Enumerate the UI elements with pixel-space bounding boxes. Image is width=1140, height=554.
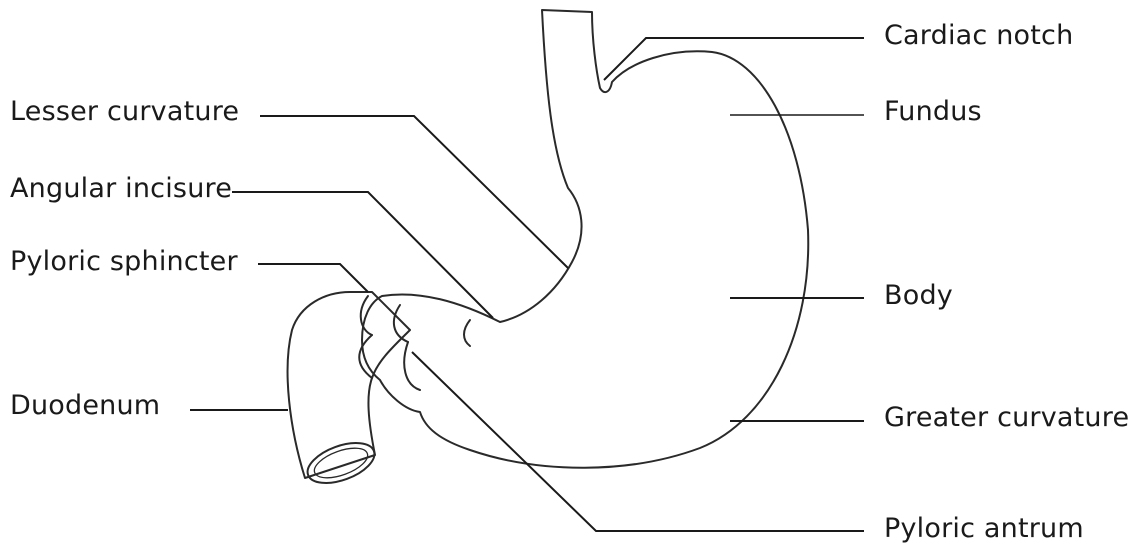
label-duodenum: Duodenum (10, 390, 161, 421)
label-lesser-curvature: Lesser curvature (10, 96, 240, 127)
duodenum-lumen-rim (313, 447, 369, 479)
label-angular-incisure: Angular incisure (10, 173, 233, 204)
label-pyloric-sphincter: Pyloric sphincter (10, 246, 238, 277)
duodenum-lumen (306, 442, 376, 484)
pyloric-fold-2 (358, 334, 373, 379)
leader-pyloric-antrum (411, 351, 864, 532)
pyloric-fold-5 (463, 319, 471, 347)
pyloric-fold-3 (392, 304, 409, 343)
pyloric-fold-4 (403, 341, 421, 391)
leader-cardiac-notch (603, 37, 864, 81)
label-greater-curvature: Greater curvature (884, 402, 1130, 433)
leader-angular-incisure (232, 191, 494, 319)
leader-pyloric-sphincter (258, 263, 369, 293)
label-cardiac-notch: Cardiac notch (884, 20, 1074, 51)
label-fundus: Fundus (884, 96, 982, 127)
duodenum-shape (286, 291, 411, 479)
stomach-shape (361, 9, 810, 469)
pyloric-fold-1 (359, 295, 373, 336)
leader-lesser-curvature (260, 115, 569, 269)
label-body: Body (884, 280, 953, 311)
label-pyloric-antrum: Pyloric antrum (884, 513, 1084, 544)
